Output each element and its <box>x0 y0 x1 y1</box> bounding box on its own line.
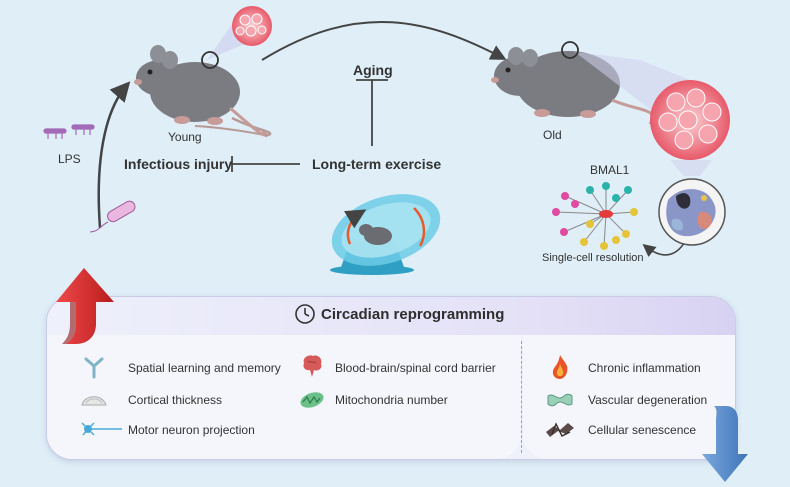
brain-icon <box>303 355 322 377</box>
item-spatial-learning: Spatial learning and memory <box>128 361 281 375</box>
illustration-canvas <box>43 6 730 275</box>
panel-header <box>47 297 735 335</box>
young-to-old-arrow <box>261 20 507 61</box>
lps-recovery-arrow <box>97 81 131 229</box>
senescent-cell-icon <box>546 422 574 437</box>
item-chronic-inflammation: Chronic inflammation <box>588 361 701 375</box>
reduced-section <box>523 335 735 459</box>
item-motor-neuron: Motor neuron projection <box>128 423 255 437</box>
young-mouse <box>134 45 272 138</box>
panel-title: Circadian reprogramming <box>321 306 505 323</box>
lps-label: LPS <box>58 152 81 166</box>
lps-molecules <box>43 124 95 139</box>
old-mouse <box>491 47 654 125</box>
receptor-icon <box>84 357 104 379</box>
old-label: Old <box>543 128 562 142</box>
bmal1-network <box>552 182 638 250</box>
mitochondria-icon <box>300 392 324 408</box>
aging-label: Aging <box>353 62 393 78</box>
old-magnifier <box>561 41 730 160</box>
single-cell-label: Single-cell resolution <box>542 252 644 264</box>
increase-arrow-icon <box>56 268 114 344</box>
item-blood-brain-barrier: Blood-brain/spinal cord barrier <box>335 361 496 375</box>
improved-section <box>47 335 521 459</box>
item-vascular-degeneration: Vascular degeneration <box>588 393 708 407</box>
decrease-arrow-icon <box>702 406 748 482</box>
circadian-panel <box>46 296 736 460</box>
tissue-section <box>658 160 726 246</box>
brain-cortex-icon <box>81 396 107 406</box>
item-mitochondria-number: Mitochondria number <box>335 393 448 407</box>
young-magnifier <box>201 6 272 69</box>
item-cortical-thickness: Cortical thickness <box>128 393 223 407</box>
infectious-injury-label: Infectious injury <box>124 156 233 172</box>
bacterium <box>89 200 136 233</box>
exercise-wheel <box>330 194 441 275</box>
clock-icon <box>295 304 315 324</box>
long-term-exercise-label: Long-term exercise <box>312 156 442 172</box>
vessel-icon <box>547 393 573 407</box>
panel-divider <box>521 341 522 453</box>
item-cellular-senescence: Cellular senescence <box>588 423 697 437</box>
young-label: Young <box>168 130 202 144</box>
bmal1-label: BMAL1 <box>590 163 630 177</box>
neuron-icon <box>81 422 122 436</box>
flame-icon <box>552 355 568 379</box>
